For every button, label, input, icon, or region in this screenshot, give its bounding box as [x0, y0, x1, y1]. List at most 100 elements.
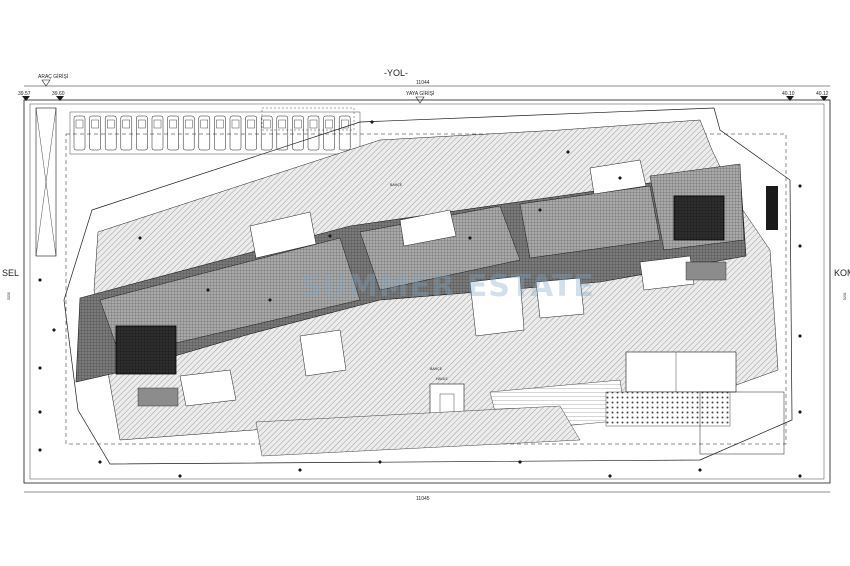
- car-outline: [106, 119, 115, 129]
- side-right-dimension: 5231: [843, 292, 847, 300]
- parking-spaces: [69, 111, 361, 155]
- elevation-left-2: 39.60: [52, 91, 65, 97]
- parking-stall: [260, 115, 273, 151]
- car-outline: [216, 119, 224, 129]
- car-outline: [184, 119, 193, 129]
- level-marker: [798, 334, 802, 338]
- side-left-label: SEL: [2, 268, 19, 278]
- level-marker: [798, 410, 802, 414]
- pool-label: HAVUZ: [436, 377, 448, 381]
- pool-patch-left: [137, 387, 179, 407]
- level-marker: [38, 366, 42, 370]
- level-marker: [698, 468, 702, 472]
- car-outline: [122, 119, 131, 129]
- car-outline: [200, 119, 209, 129]
- car-outline: [75, 119, 84, 129]
- lower-paving: [255, 405, 581, 457]
- garden-label-2: BAHÇE: [430, 367, 443, 371]
- level-marker: [538, 208, 542, 212]
- level-marker: [38, 410, 42, 414]
- level-marker: [98, 460, 102, 464]
- parking-stall: [245, 115, 257, 151]
- elevation-right-1: 40.10: [782, 91, 795, 97]
- courtyards: [179, 159, 695, 407]
- elevation-marker-2: [56, 96, 64, 101]
- level-marker: [206, 288, 210, 292]
- parking-stall: [292, 115, 304, 151]
- elevation-left-1: 39.57: [18, 91, 31, 97]
- car-outline: [325, 119, 333, 129]
- level-marker: [378, 460, 382, 464]
- level-marker: [798, 244, 802, 248]
- car-outline: [91, 119, 99, 129]
- parking-stall: [136, 115, 148, 151]
- elevation-marker-4: [820, 96, 828, 101]
- elevation-marker-1: [22, 96, 30, 101]
- level-marker: [38, 448, 42, 452]
- building-blocks: [75, 163, 778, 383]
- level-marker: [608, 474, 612, 478]
- elevation-right-2: 40.12: [816, 91, 829, 97]
- parking-stall: [276, 115, 289, 151]
- level-marker: [798, 184, 802, 188]
- parking-stall: [120, 115, 133, 151]
- level-marker: [618, 176, 622, 180]
- parking-stall: [104, 115, 117, 151]
- parking-stall: [182, 115, 195, 151]
- car-outline: [153, 119, 162, 129]
- parking-stall: [73, 115, 86, 151]
- bottom-dimension: 11045: [416, 496, 430, 502]
- parking-stall: [307, 115, 320, 151]
- parking-ramp: [35, 107, 57, 257]
- pool-patch-right: [685, 261, 727, 281]
- car-outline: [247, 119, 255, 129]
- level-marker: [518, 460, 522, 464]
- dashed-boundary-top: [261, 107, 355, 131]
- level-marker: [328, 234, 332, 238]
- level-marker: [38, 278, 42, 282]
- parking-stall: [229, 115, 242, 151]
- car-outline: [341, 119, 349, 129]
- level-marker: [298, 468, 302, 472]
- vehicle-entrance-label: ARAÇ GİRİŞİ: [38, 73, 68, 80]
- site-border: [23, 99, 831, 484]
- vehicle-entrance-marker: [41, 79, 51, 87]
- level-marker: [52, 328, 56, 332]
- elevation-marker-3: [786, 96, 794, 101]
- car-outline: [294, 119, 302, 129]
- level-markers: [38, 120, 802, 478]
- site-outline: [63, 107, 793, 465]
- garden-label-1: BAHÇE: [390, 183, 403, 187]
- side-right-label: KOM: [834, 268, 850, 278]
- car-outline: [138, 119, 146, 129]
- pedestrian-entrance-label: YAYA GİRİŞİ: [406, 90, 434, 97]
- road-label: -YOL-: [384, 68, 408, 78]
- parking-stall: [338, 115, 351, 151]
- lower-right-lot: [699, 391, 785, 455]
- level-marker: [178, 474, 182, 478]
- level-marker: [566, 150, 570, 154]
- parking-stall: [89, 115, 101, 151]
- dotted-plaza: [605, 391, 731, 427]
- car-outline: [169, 119, 177, 129]
- watermark: SUMMER ESTATE: [300, 269, 595, 304]
- level-marker: [798, 474, 802, 478]
- car-outline: [309, 119, 318, 129]
- car-outline: [231, 119, 240, 129]
- level-marker: [468, 236, 472, 240]
- car-outline: [263, 119, 271, 129]
- pedestrian-entrance-marker: [415, 96, 425, 104]
- parking-stall: [214, 115, 226, 151]
- site-border-inner: [29, 103, 825, 480]
- top-dimension: 11044: [416, 80, 430, 86]
- parking-stall: [167, 115, 179, 151]
- parking-stall: [323, 115, 335, 151]
- parking-stall: [151, 115, 164, 151]
- level-marker: [370, 120, 374, 124]
- level-marker: [138, 236, 142, 240]
- side-left-dimension: 5230: [7, 292, 11, 300]
- level-marker: [268, 298, 272, 302]
- car-outline: [278, 119, 286, 129]
- parking-stall: [198, 115, 211, 151]
